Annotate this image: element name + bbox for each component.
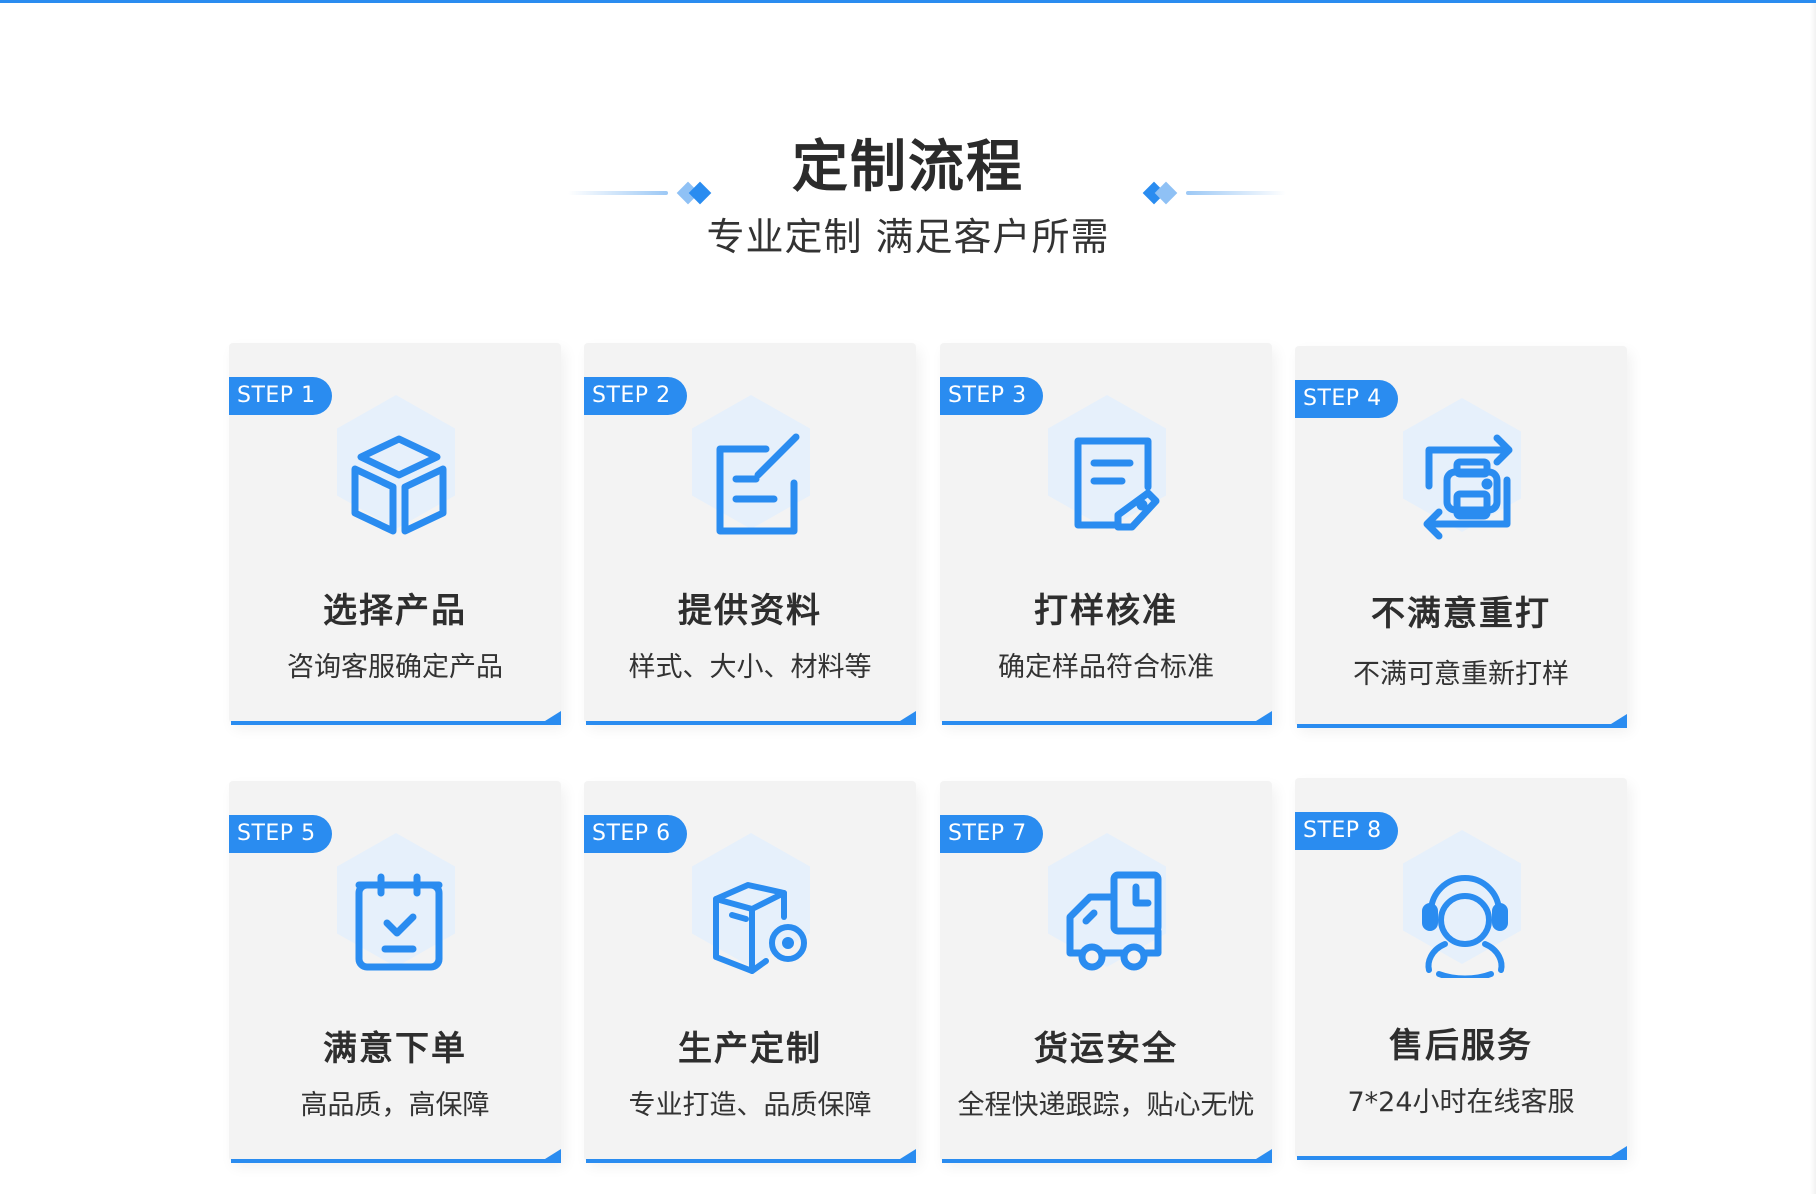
step-badge: STEP 8 [1295, 812, 1398, 850]
arrow-underline [586, 711, 916, 725]
delivery-truck-icon [1066, 871, 1162, 971]
step-badge: STEP 3 [940, 377, 1043, 415]
step-card-3[interactable]: STEP 3 打样核准 确定样品符合标准 [940, 343, 1272, 725]
step-badge: STEP 6 [584, 815, 687, 853]
step-title: 选择产品 [323, 591, 467, 631]
step-description: 全程快递跟踪，贴心无忧 [957, 1090, 1255, 1121]
step-description: 确定样品符合标准 [998, 652, 1214, 683]
calendar-check-icon [355, 873, 443, 971]
step-title: 打样核准 [1034, 591, 1178, 631]
edit-document-icon [716, 433, 800, 535]
step-badge: STEP 4 [1295, 380, 1398, 418]
step-card-7[interactable]: STEP 7 货运安全 全程快递跟踪，贴心无忧 [940, 781, 1272, 1163]
step-description: 咨询客服确定产品 [287, 652, 503, 683]
right-edge-shade [1810, 3, 1816, 1194]
box-gear-icon [713, 882, 807, 974]
step-description: 样式、大小、材料等 [628, 652, 872, 683]
arrow-underline [586, 1149, 916, 1163]
step-card-8[interactable]: STEP 8 售后服务 7*24小时在线客服 [1295, 778, 1627, 1160]
title-decoration-left [568, 181, 714, 205]
document-tag-icon [1074, 437, 1160, 531]
arrow-underline [942, 711, 1272, 725]
cube-icon [351, 435, 447, 535]
step-card-2[interactable]: STEP 2 提供资料 样式、大小、材料等 [584, 343, 916, 725]
step-card-5[interactable]: STEP 5 满意下单 高品质，高保障 [229, 781, 561, 1163]
step-badge: STEP 2 [584, 377, 687, 415]
decoration-line [568, 191, 668, 195]
top-accent-bar [0, 0, 1816, 3]
decoration-line [1186, 191, 1286, 195]
step-title: 货运安全 [1034, 1029, 1178, 1069]
arrow-underline [231, 1149, 561, 1163]
step-title: 生产定制 [678, 1029, 822, 1069]
step-title: 满意下单 [323, 1029, 467, 1069]
step-title: 售后服务 [1389, 1026, 1533, 1066]
arrow-underline [942, 1149, 1272, 1163]
headset-support-icon [1422, 875, 1508, 978]
page-subtitle: 专业定制 满足客户所需 [706, 215, 1110, 259]
step-card-4[interactable]: STEP 4 不满意重打 不满可意重新打样 [1295, 346, 1627, 728]
step-badge: STEP 1 [229, 377, 332, 415]
step-card-6[interactable]: STEP 6 生产定制 专业打造、品质保障 [584, 781, 916, 1163]
step-description: 高品质，高保障 [300, 1090, 490, 1121]
step-card-1[interactable]: STEP 1 选择产品 咨询客服确定产品 [229, 343, 561, 725]
printer-cycle-icon [1423, 434, 1513, 540]
step-title: 不满意重打 [1371, 594, 1551, 634]
step-description: 不满可意重新打样 [1353, 659, 1569, 690]
arrow-underline [1297, 1146, 1627, 1160]
arrow-underline [1297, 714, 1627, 728]
step-description: 7*24小时在线客服 [1347, 1087, 1575, 1118]
page-title: 定制流程 [792, 135, 1024, 200]
step-title: 提供资料 [678, 591, 822, 631]
step-badge: STEP 5 [229, 815, 332, 853]
step-badge: STEP 7 [940, 815, 1043, 853]
arrow-underline [231, 711, 561, 725]
step-description: 专业打造、品质保障 [628, 1090, 872, 1121]
title-decoration-right [1140, 181, 1286, 205]
hexagon-background [692, 395, 810, 529]
